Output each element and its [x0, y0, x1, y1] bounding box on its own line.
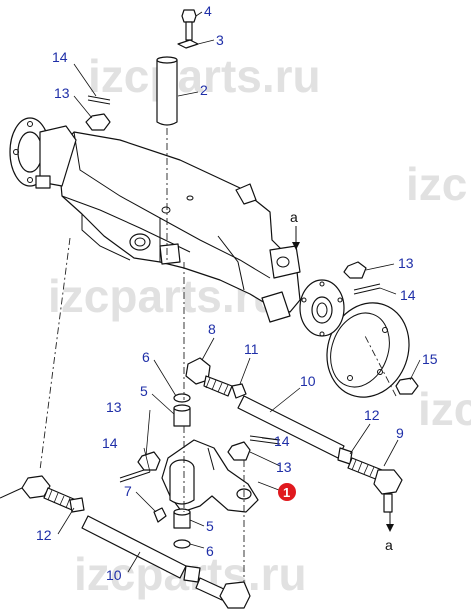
- right-tie-rod: [185, 357, 403, 513]
- alignment-lines: [39, 128, 397, 582]
- callout-14-left: 14: [102, 435, 118, 451]
- highlighted-callout-1: 1: [278, 483, 296, 501]
- watermark-top: izcparts.ru: [88, 50, 321, 102]
- reference-letter-top: a: [290, 209, 298, 225]
- bolt-15: [395, 377, 419, 395]
- pin-part: [156, 56, 178, 126]
- callout-1: 1: [283, 485, 290, 500]
- callout-14-top: 14: [52, 49, 68, 65]
- callout-4: 4: [204, 3, 212, 19]
- nuts-near-arm: [137, 441, 251, 471]
- callout-10-left: 10: [106, 567, 122, 583]
- watermark-right-bottom: izc: [418, 383, 471, 435]
- callout-6-bottom: 6: [206, 543, 214, 559]
- callout-10-right: 10: [300, 373, 316, 389]
- right-hub: [299, 279, 410, 398]
- watermark-layer: izcparts.ru izcparts.ru izcparts.ru izc …: [48, 50, 471, 600]
- callout-5-bottom: 5: [206, 518, 214, 534]
- bolt-and-washer: [177, 9, 199, 49]
- left-tie-rod: [0, 475, 251, 609]
- axle-housing: [57, 131, 301, 323]
- left-hub: [9, 117, 77, 189]
- reference-arrow-top: a: [290, 209, 300, 250]
- steering-arm: [161, 439, 259, 513]
- callout-14-mid: 14: [274, 433, 290, 449]
- callout-6-top: 6: [142, 349, 150, 365]
- callout-13-mid: 13: [276, 459, 292, 475]
- callout-3: 3: [216, 32, 224, 48]
- upper-bushings: [173, 393, 191, 427]
- callout-13-top: 13: [54, 85, 70, 101]
- callout-14-right: 14: [400, 287, 416, 303]
- callout-12-right: 12: [364, 407, 380, 423]
- callout-13-left: 13: [106, 399, 122, 415]
- lower-bushings: [173, 508, 191, 549]
- callout-11: 11: [244, 341, 259, 357]
- grease-fitting: [153, 507, 167, 523]
- nut-right: [343, 261, 367, 279]
- callout-9: 9: [396, 425, 404, 441]
- callout-2: 2: [200, 82, 208, 98]
- leader-lines: [57, 11, 421, 573]
- callout-13-right: 13: [398, 255, 414, 271]
- callout-8: 8: [208, 321, 216, 337]
- highlight-badge: [278, 483, 296, 501]
- nut-top: [85, 113, 111, 131]
- watermark-right-top: izc: [406, 158, 467, 210]
- callout-12-left: 12: [36, 527, 52, 543]
- callout-labels: 4 3 2 14 13 13 14 15 8 11 10 6 5 13 14 1…: [36, 3, 438, 583]
- callout-5-top: 5: [140, 383, 148, 399]
- callout-7: 7: [124, 483, 132, 499]
- reference-letter-bottom: a: [385, 537, 393, 553]
- callout-15: 15: [422, 351, 438, 367]
- reference-arrow-bottom: a: [385, 512, 394, 553]
